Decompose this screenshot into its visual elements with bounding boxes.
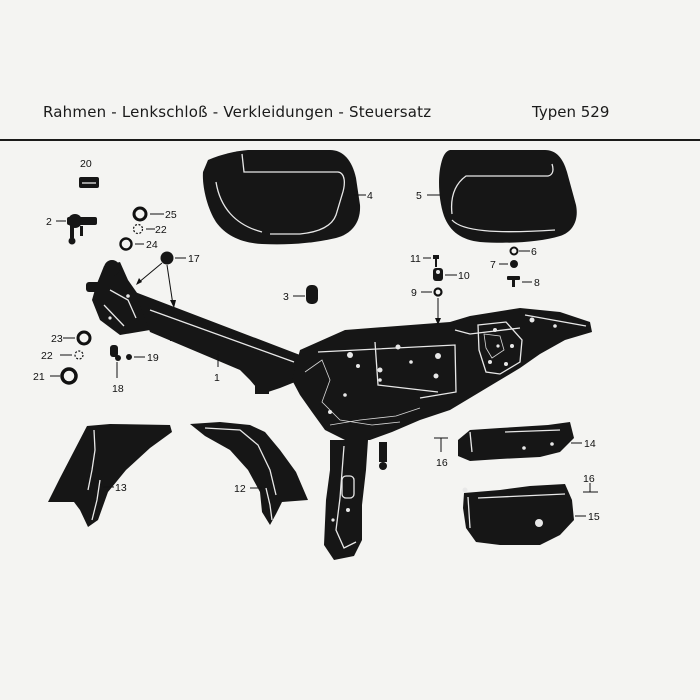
callout-6: 6 (531, 246, 537, 258)
callout-17: 17 (188, 253, 200, 265)
main-frame (86, 260, 592, 560)
callout-7: 7 (490, 259, 496, 271)
callout-23: 23 (51, 333, 63, 345)
side-cover-right (439, 150, 577, 243)
type-label: Typen 529 (532, 103, 610, 121)
washer-23 (76, 330, 92, 346)
callout-24: 24 (146, 239, 158, 251)
callout-15: 15 (588, 511, 600, 523)
screw-11 (433, 255, 439, 267)
callout-25: 25 (165, 209, 177, 221)
title-rule (0, 139, 700, 141)
callout-22-top: 22 (155, 224, 167, 236)
callout-19: 19 (147, 352, 159, 364)
callout-2: 2 (46, 216, 52, 228)
callout-4: 4 (367, 190, 373, 202)
callout-16-upper: 16 (436, 457, 448, 469)
callout-9: 9 (411, 287, 417, 299)
washer-9 (433, 287, 443, 297)
washer-25 (132, 206, 148, 222)
bracket-18 (110, 345, 121, 361)
bracket-clip (79, 177, 99, 188)
callout-5: 5 (416, 190, 422, 202)
page-title: Rahmen - Lenkschloß - Verkleidungen - St… (43, 103, 432, 121)
plug-17 (160, 251, 174, 265)
washer-24 (119, 237, 133, 251)
header: Rahmen - Lenkschloß - Verkleidungen - St… (0, 0, 700, 145)
callout-16-lower: 16 (583, 473, 595, 485)
leg-shield-right (190, 422, 308, 525)
bolt-8 (507, 276, 520, 287)
callout-8: 8 (534, 277, 540, 289)
callout-1: 1 (214, 372, 220, 384)
callout-14: 14 (584, 438, 596, 450)
callout-12: 12 (234, 483, 246, 495)
callout-3: 3 (283, 291, 289, 303)
lower-panel-15 (462, 484, 574, 545)
nut-7 (510, 260, 518, 268)
callout-22-left: 22 (41, 350, 53, 362)
inner-panel-14 (458, 422, 574, 461)
side-cover-left (202, 150, 361, 245)
leg-shield-left (48, 424, 172, 527)
rubber-plug-3 (306, 285, 318, 304)
callout-11: 11 (410, 253, 421, 265)
callout-20: 20 (80, 158, 92, 170)
callout-13: 13 (115, 482, 127, 494)
steering-lock (67, 214, 97, 245)
washer-21 (60, 367, 78, 385)
grommet-10 (433, 268, 443, 281)
ring-22-left (74, 350, 84, 360)
callout-18: 18 (112, 383, 124, 395)
callout-21: 21 (33, 371, 45, 383)
nut-19 (126, 354, 132, 360)
washer-6 (509, 246, 519, 256)
callout-10: 10 (458, 270, 470, 282)
ring-22-top (132, 223, 144, 235)
